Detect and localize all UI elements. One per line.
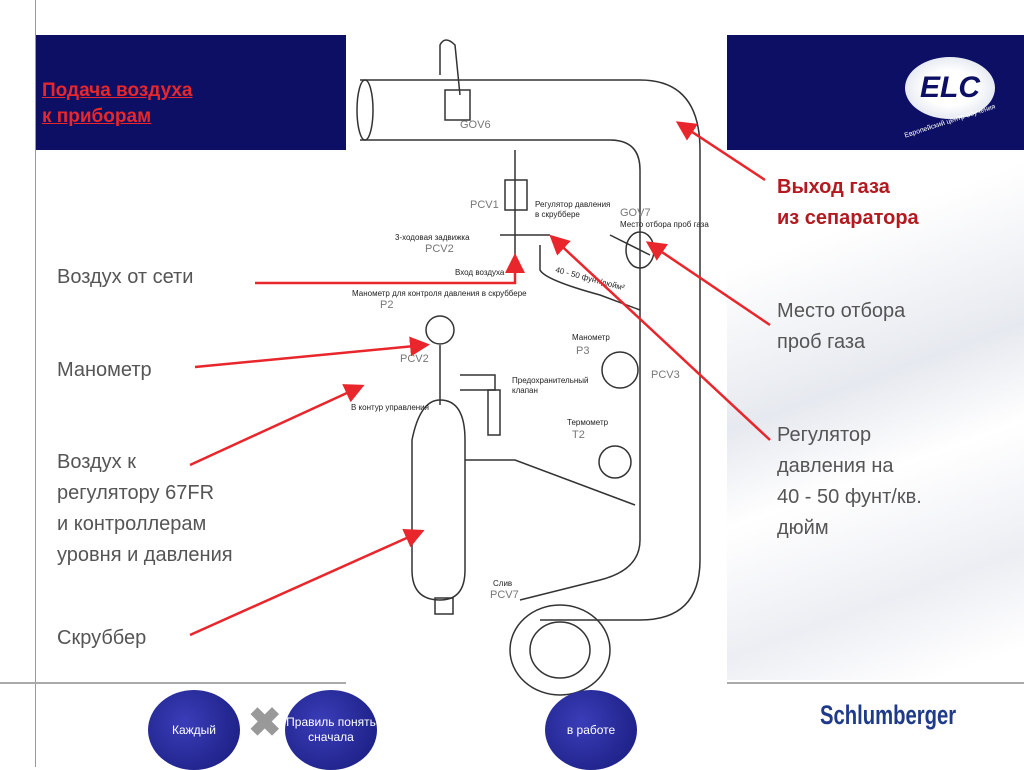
label-p2-desc: Манометр для контроля давления в скруббе… xyxy=(352,289,527,298)
title-line: Подача воздуха xyxy=(42,80,193,101)
divider-vertical xyxy=(35,0,36,767)
schlumberger-logo: Schlumberger xyxy=(820,700,957,730)
label-pcv1: PCV1 xyxy=(470,199,499,211)
label-pressure-regulator: Регулятор давления на 40 - 50 фунт/кв. д… xyxy=(777,420,922,544)
arrow-air-regulator xyxy=(189,384,365,467)
footer-circle-2: Правиль понять сначала xyxy=(285,690,377,770)
label-safety-2: клапан xyxy=(512,386,538,395)
gas-pipe-inner xyxy=(360,139,641,601)
label-scrubber: Скруббер xyxy=(57,627,147,649)
scrubber-diagram: GOV6 PCV1 Регулятор давления в скруббере… xyxy=(351,39,709,696)
label-t2-desc: Термометр xyxy=(567,418,609,427)
label-regulator-2: в скруббере xyxy=(535,210,580,219)
label-line: проб газа xyxy=(777,331,866,353)
footer-circle-4: в работе xyxy=(545,690,637,770)
label-gas-outlet: Выход газа из сепаратора xyxy=(777,172,919,234)
label-line: из сепаратора xyxy=(777,207,919,229)
label-control: В контур управления xyxy=(351,403,429,412)
label-three-way: 3-ходовая задвижка xyxy=(395,233,470,242)
label-line: Воздух к xyxy=(57,451,136,473)
label-drain: Слив xyxy=(493,579,512,588)
label-manometer: Манометр xyxy=(57,359,152,381)
label-t2: T2 xyxy=(572,429,585,441)
arrow-sampling xyxy=(645,241,771,327)
title-line: к приборам xyxy=(42,106,152,127)
label-gov6: GOV6 xyxy=(460,119,491,131)
diagram: GOV6 PCV1 Регулятор давления в скруббере… xyxy=(346,0,727,735)
label-line: и контроллерам xyxy=(57,513,207,535)
footer-circle-1: Каждый xyxy=(148,690,240,770)
label-p2: P2 xyxy=(380,299,393,311)
label-line: регулятору 67FR xyxy=(57,482,215,504)
label-pcv7: PCV7 xyxy=(490,589,519,601)
label-pcv2: PCV2 xyxy=(425,243,454,255)
arrow-gas-outlet xyxy=(675,121,766,182)
arrow-scrubber xyxy=(189,529,425,637)
logo-text: ELC xyxy=(920,71,980,104)
label-sampling-point: Место отбора проб газа xyxy=(777,296,905,358)
background-swoosh xyxy=(700,150,1024,680)
slide-title: Подача воздуха к приборам xyxy=(42,78,193,130)
label-line: давления на xyxy=(777,455,894,477)
label-sample: Место отбора проб газа xyxy=(620,220,709,229)
label-regulator-1: Регулятор давления xyxy=(535,200,610,209)
label-line: Выход газа xyxy=(777,176,890,198)
multiply-icon: ✖ xyxy=(248,701,282,745)
label-line: Место отбора xyxy=(777,300,906,322)
label-line: дюйм xyxy=(777,517,829,539)
scrubber-vessel xyxy=(411,399,466,601)
label-air-from-network: Воздух от сети xyxy=(57,266,194,288)
arrow-regulator xyxy=(549,234,771,441)
gas-pipe-outer xyxy=(360,79,701,621)
label-line: уровня и давления xyxy=(57,544,233,566)
label-p3-desc: Манометр xyxy=(572,333,610,342)
label-line: 40 - 50 фунт/кв. xyxy=(777,486,922,508)
elc-logo: ELC xyxy=(905,57,995,119)
label-p3: P3 xyxy=(576,345,589,357)
label-gov7: GOV7 xyxy=(620,207,651,219)
label-pcv3: PCV3 xyxy=(651,369,680,381)
arrow-air-network xyxy=(255,253,525,285)
label-line: Регулятор xyxy=(777,424,872,446)
label-safety-1: Предохранительный xyxy=(512,376,589,385)
arrow-manometer xyxy=(194,336,430,369)
label-air-to-regulator: Воздух к регулятору 67FR и контроллерам … xyxy=(57,447,233,571)
label-air-inlet: Вход воздуха xyxy=(455,268,505,277)
